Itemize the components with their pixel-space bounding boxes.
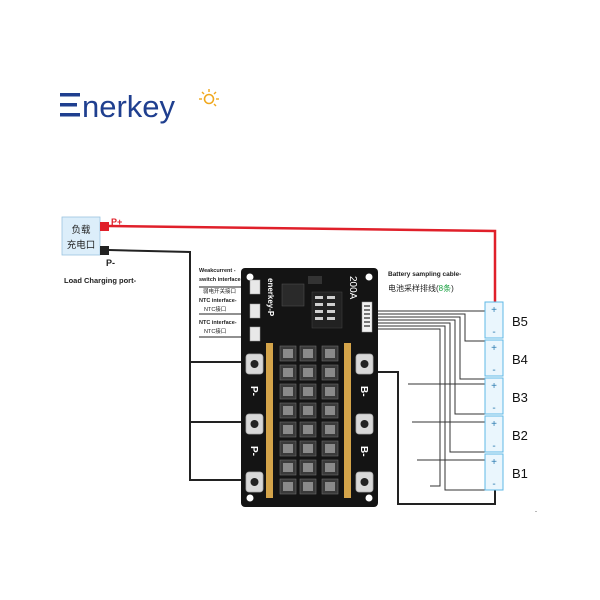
- battery-cell: [484, 453, 504, 491]
- p-label-1: P-: [248, 386, 259, 396]
- sampling-title-suffix: ): [451, 284, 454, 293]
- p-plus-label: P+: [111, 217, 122, 227]
- sampling-title-count: 8条: [439, 283, 451, 293]
- battery-minus-sign: -: [492, 403, 495, 414]
- battery-minus-sign: -: [492, 441, 495, 452]
- b-label-2: B-: [358, 446, 369, 457]
- mosfet-array: [279, 345, 339, 495]
- battery-label: B5: [512, 314, 528, 329]
- mosfet-tab: [303, 387, 313, 396]
- sampling-cable-label: Battery sampling cable- 电池采样排线(8条): [388, 271, 461, 293]
- battery-plus-sign: +: [491, 305, 497, 316]
- mount-hole: [246, 273, 254, 281]
- mosfet-tab: [303, 463, 313, 472]
- mosfet-tab: [283, 463, 293, 472]
- load-label-line2: 充电口: [67, 239, 96, 251]
- control-circuit: [281, 276, 343, 329]
- mosfet-tab: [283, 482, 293, 491]
- mosfet-tab: [325, 482, 335, 491]
- board-brand-mark: enerkey-P: [266, 278, 275, 317]
- battery-plus-sign: +: [491, 381, 497, 392]
- mosfet-tab: [303, 368, 313, 377]
- battery-plus-sign: +: [491, 343, 497, 354]
- mosfet-tab: [283, 368, 293, 377]
- mosfet-tab: [303, 406, 313, 415]
- load-caption: Load Charging port-: [64, 276, 137, 285]
- battery-cell: [484, 377, 504, 415]
- battery-label: B2: [512, 428, 528, 443]
- p-bus-bar: [266, 343, 273, 498]
- sun-icon: [199, 89, 219, 107]
- sampling-wires: [372, 310, 488, 491]
- mount-hole: [246, 494, 254, 502]
- battery-minus-sign: -: [492, 479, 495, 490]
- mount-hole: [365, 494, 373, 502]
- brand-name: nerkey: [82, 89, 176, 124]
- b-bus-bar: [344, 343, 351, 498]
- weak-current-label-en2: switch interface-: [199, 277, 243, 283]
- mosfet-tab: [325, 387, 335, 396]
- mosfet-tab: [303, 482, 313, 491]
- weak-current-label-cn: 弱电开关接口: [203, 287, 236, 295]
- enerkey-logo: nerkey: [60, 89, 219, 124]
- board-rating: 200A: [347, 276, 358, 300]
- mosfet-tab: [283, 349, 293, 358]
- battery-label: B3: [512, 390, 528, 405]
- mosfet-tab: [303, 444, 313, 453]
- battery-label: B4: [512, 352, 528, 367]
- battery-series-links: [408, 383, 488, 461]
- mosfet-tab: [325, 349, 335, 358]
- load-charging-port: 负载 充电口 P+ P- Load Charging port-: [61, 216, 137, 285]
- weak-current-label-en1: Weakcurrent -: [199, 268, 236, 274]
- battery-cell: [484, 415, 504, 453]
- mosfet-tab: [325, 425, 335, 434]
- mosfet-tab: [325, 406, 335, 415]
- sampling-header: [361, 301, 373, 333]
- mosfet-tab: [303, 349, 313, 358]
- mosfet-tab: [283, 444, 293, 453]
- ntc1-label-cn: NTC接口: [204, 305, 226, 313]
- mosfet-tab: [283, 387, 293, 396]
- ntc1-label-en: NTC interface-: [199, 298, 237, 304]
- battery-stack: + - B5 + - B4 + - B3 + - B2 + - B1: [484, 301, 528, 491]
- battery-label: B1: [512, 466, 528, 481]
- mount-hole: [365, 273, 373, 281]
- battery-cell: [484, 301, 504, 339]
- battery-minus-sign: -: [492, 365, 495, 376]
- bms-board: enerkey-P 200A: [241, 268, 378, 507]
- sampling-title-en: Battery sampling cable-: [388, 271, 461, 278]
- ntc2-label-en: NTC interface-: [199, 320, 237, 326]
- battery-plus-sign: +: [491, 457, 497, 468]
- left-connectors: [249, 279, 261, 342]
- mosfet-tab: [283, 425, 293, 434]
- mosfet-tab: [325, 463, 335, 472]
- mosfet-tab: [325, 368, 335, 377]
- p-minus-terminal: [100, 246, 109, 255]
- p-minus-label: P-: [106, 258, 115, 268]
- sampling-title-prefix: 电池采样排线(: [388, 283, 439, 293]
- sampling-title-cn: 电池采样排线(8条): [388, 283, 454, 293]
- ntc2-label-cn: NTC接口: [204, 327, 226, 335]
- mosfet-tab: [325, 444, 335, 453]
- battery-minus-sign: -: [492, 327, 495, 338]
- mosfet-tab: [303, 425, 313, 434]
- mosfet-tab: [283, 406, 293, 415]
- dash-mark: -: [535, 509, 537, 515]
- logo-e-icon: [60, 93, 80, 117]
- red-wire: [108, 224, 497, 302]
- battery-cell: [484, 339, 504, 377]
- load-label-line1: 负载: [71, 224, 91, 236]
- battery-plus-sign: +: [491, 419, 497, 430]
- p-plus-terminal: [100, 222, 109, 231]
- b-label-1: B-: [358, 386, 369, 397]
- p-label-2: P-: [248, 446, 259, 456]
